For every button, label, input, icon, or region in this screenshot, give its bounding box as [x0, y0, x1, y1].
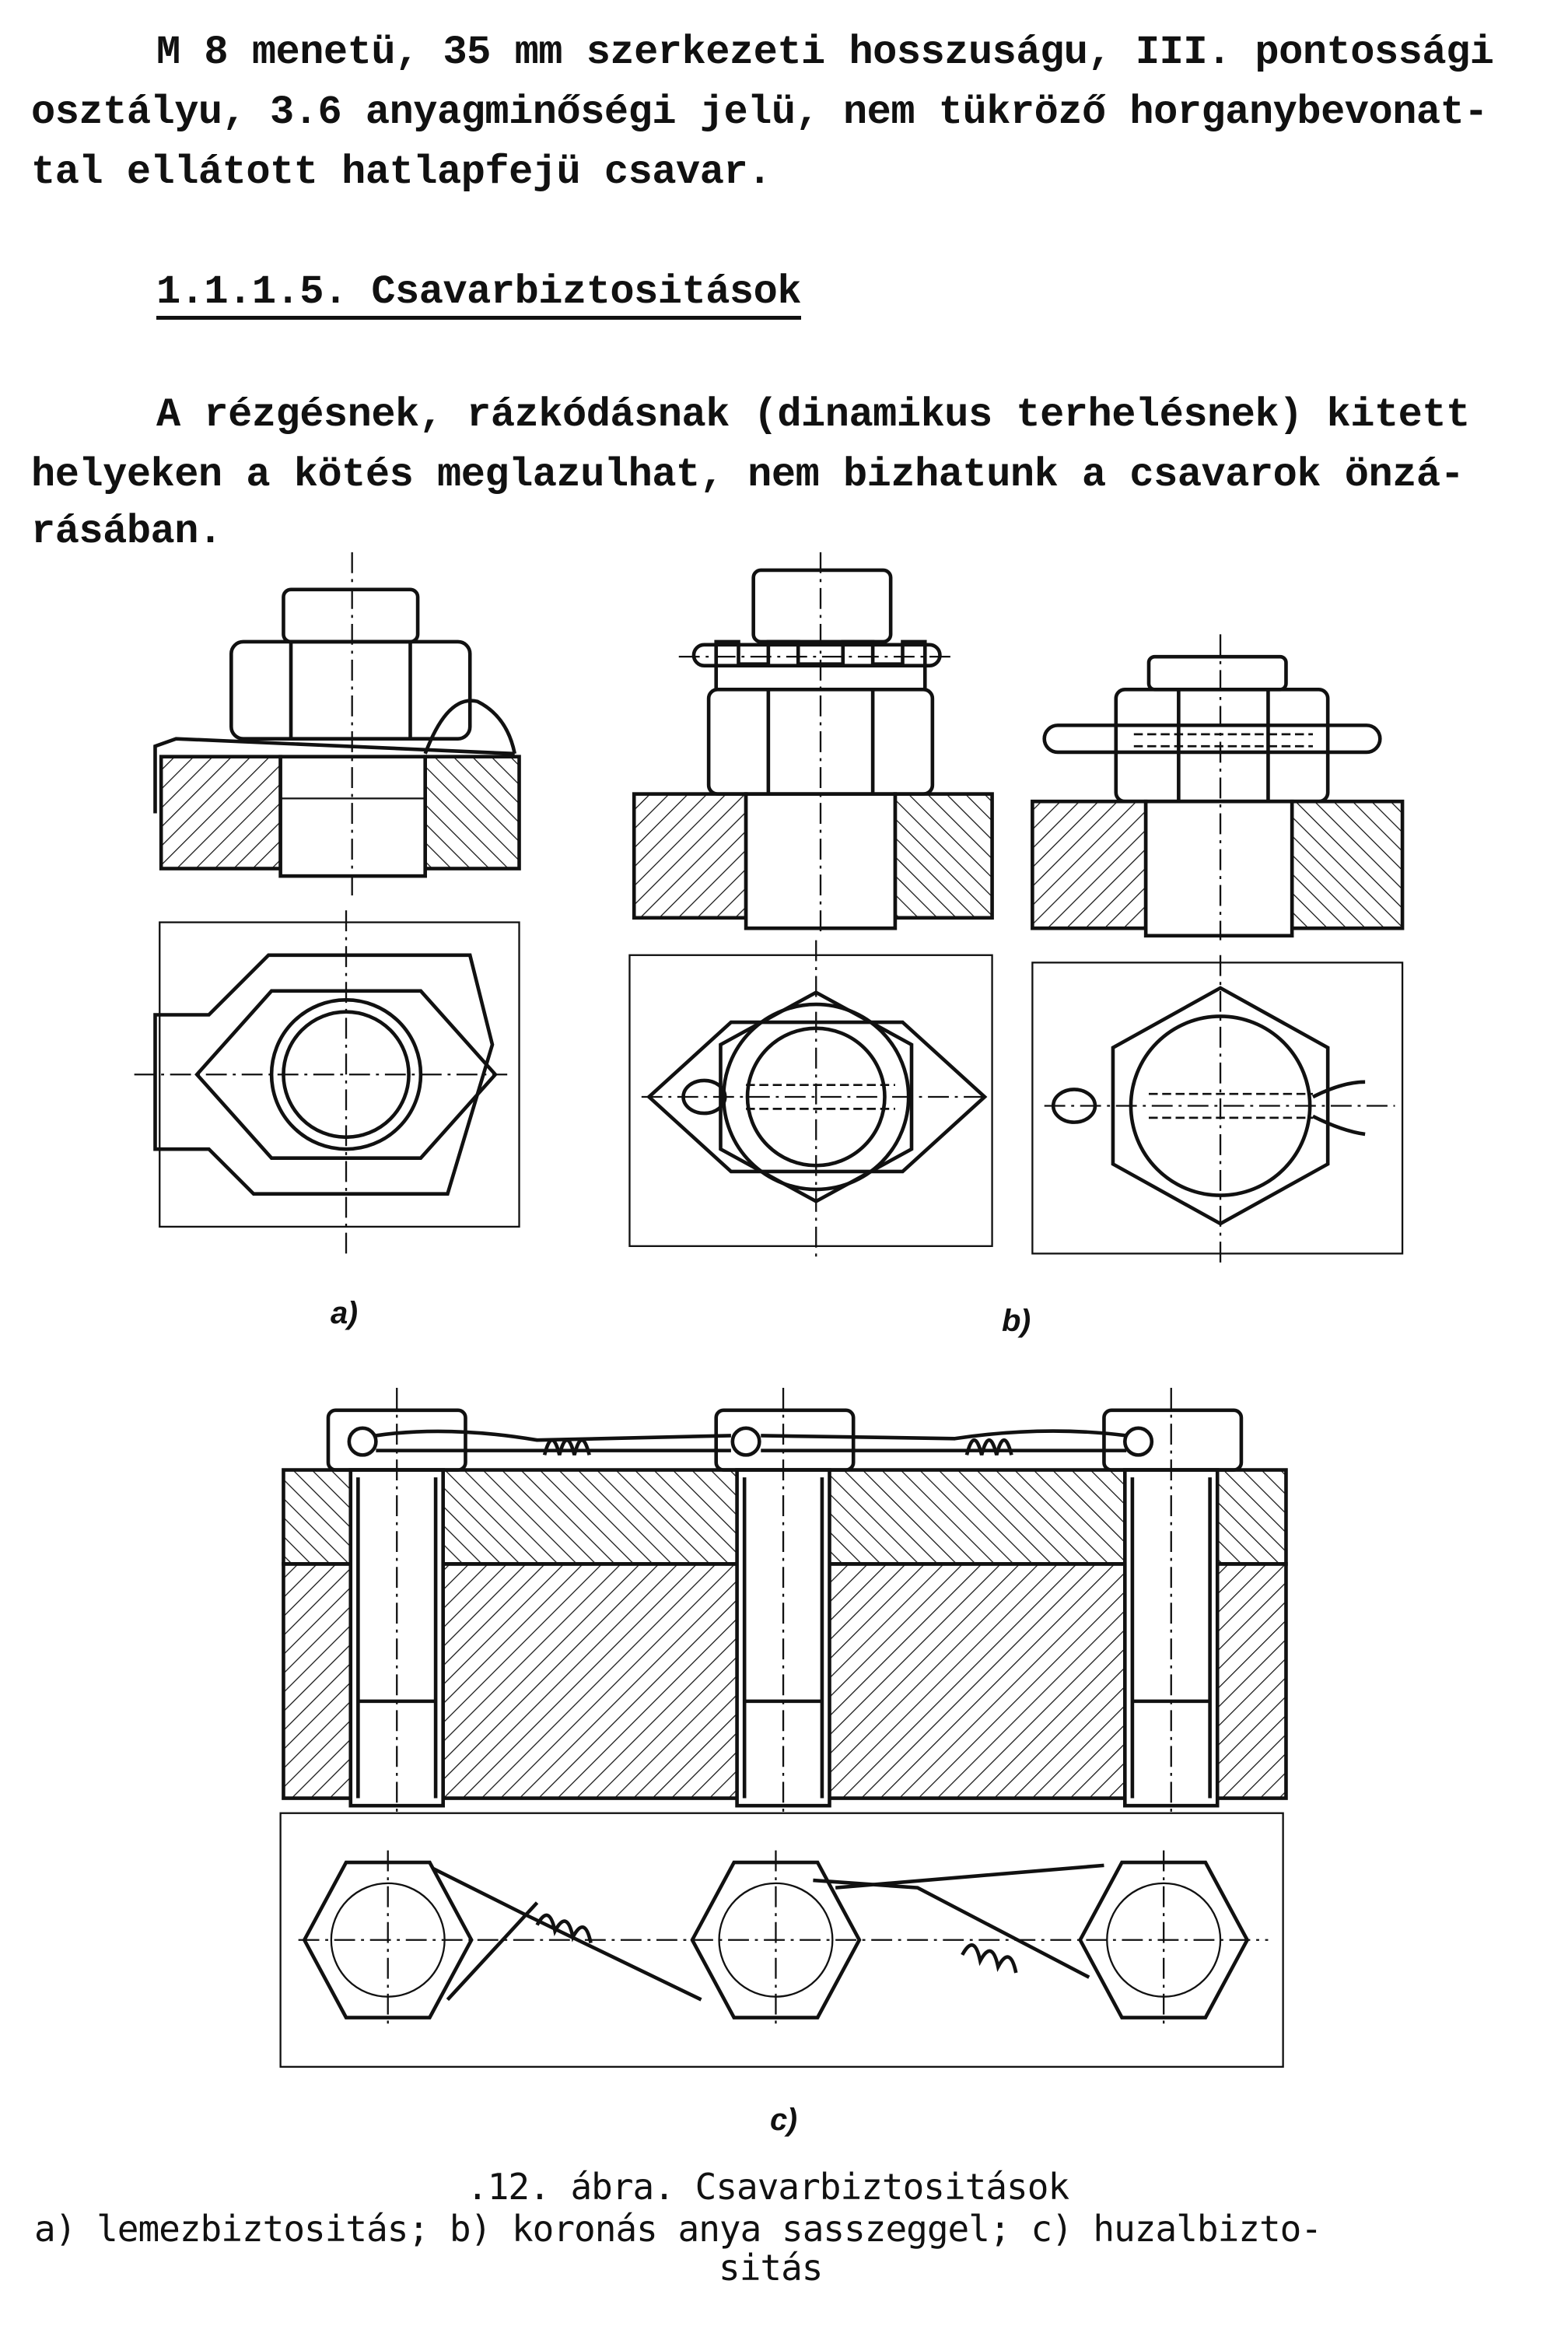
- figure-caption-line-1: a) lemezbiztositás; b) koronás anya sass…: [34, 2208, 1322, 2250]
- figure-label-c: c): [770, 2103, 797, 2137]
- bolt-1: [326, 1408, 467, 1808]
- figure-b-castle-nut-top-view: [628, 940, 993, 1262]
- figure-a-top-view: [134, 910, 520, 1254]
- figure-b-nut-pin-side-view: [1031, 634, 1405, 941]
- figure-label-b: b): [1002, 1304, 1031, 1338]
- figure-caption-line-2: sitás: [719, 2247, 823, 2289]
- body-line-3: rásában.: [31, 509, 222, 555]
- figure-b-nut-pin-top-view: [1031, 955, 1404, 1266]
- figure-c-wire-side-view: [282, 1388, 1288, 1813]
- figure-a-side-view: [153, 552, 521, 896]
- intro-line-3: tal ellátott hatlapfejü csavar.: [31, 149, 772, 195]
- figure-b-castle-nut-side-view: [632, 552, 994, 934]
- body-line-2: helyeken a kötés meglazulhat, nem bizhat…: [31, 452, 1465, 498]
- body-line-1: A rézgésnek, rázkódásnak (dinamikus terh…: [156, 392, 1470, 438]
- figure-label-a: a): [331, 1296, 358, 1330]
- intro-line-1: M 8 menetü, 35 mm szerkezeti hosszuságu,…: [156, 30, 1494, 75]
- section-heading: 1.1.1.5. Csavarbiztositások: [156, 272, 802, 320]
- intro-line-2: osztályu, 3.6 anyagminőségi jelü, nem tü…: [31, 89, 1489, 135]
- figure-caption-title: .12. ábra. Csavarbiztositások: [467, 2166, 1069, 2208]
- figure-c-wire-top-view: [279, 1812, 1284, 2068]
